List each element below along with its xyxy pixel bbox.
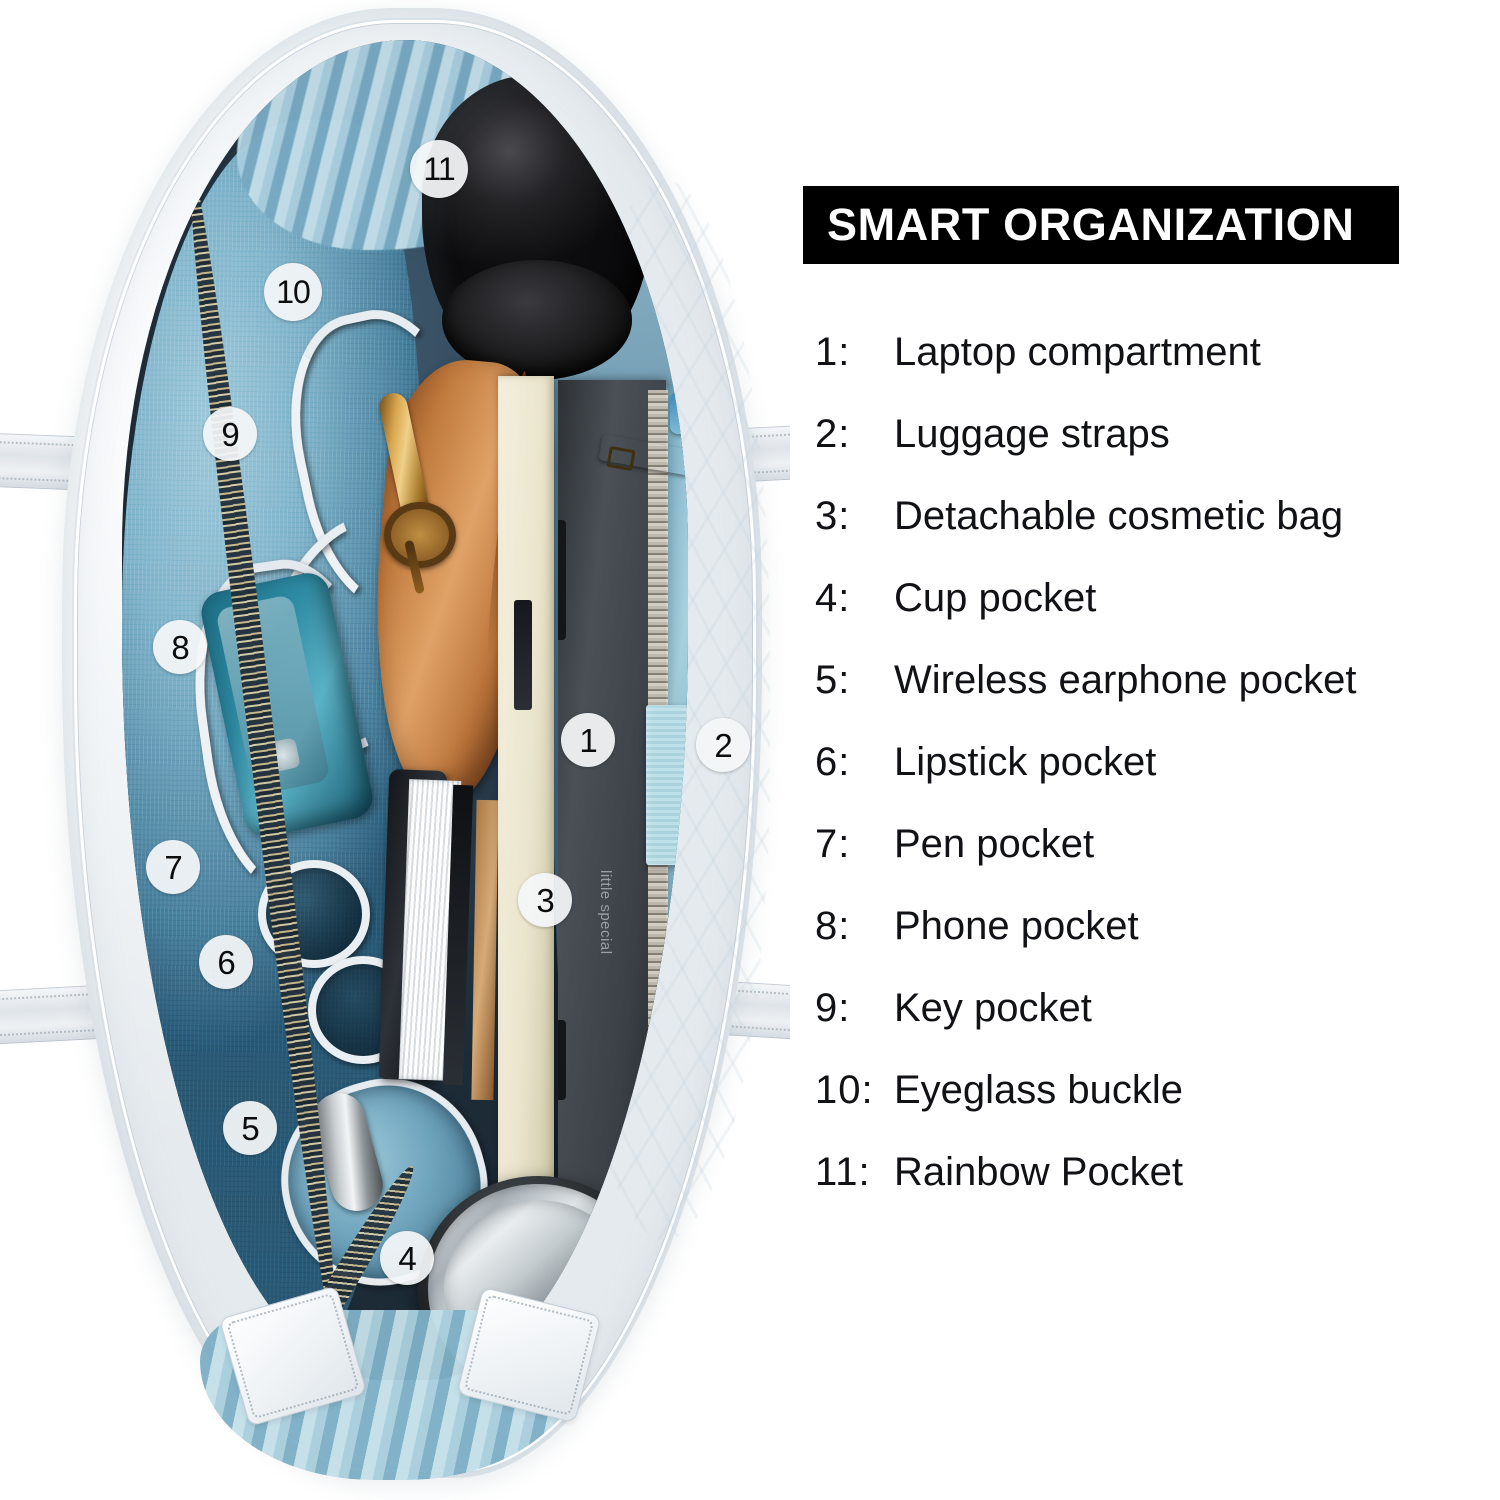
cream-notebook — [498, 376, 554, 1196]
feature-label: Laptop compartment — [894, 330, 1261, 374]
page-title: SMART ORGANIZATION — [827, 199, 1355, 250]
feature-number: 11: — [815, 1150, 871, 1194]
bag-interior: little special — [122, 40, 688, 1380]
feature-row: 9: Key pocket — [790, 986, 1500, 1068]
feature-list: 1: Laptop compartment 2: Luggage straps 3: De… — [790, 330, 1500, 1232]
feature-label: Key pocket — [894, 986, 1092, 1030]
laptop-port-upper — [558, 520, 566, 640]
zipper-tab-blue — [670, 392, 688, 434]
wooden-item — [471, 799, 499, 1101]
feature-number: 10: — [815, 1068, 874, 1112]
callout-marker-3: 3 — [518, 873, 572, 927]
callout-marker-4: 4 — [380, 1231, 434, 1285]
feature-number: 2: — [815, 412, 851, 456]
brand-label: little special — [597, 870, 614, 955]
key-ring — [384, 502, 456, 568]
title-banner: SMART ORGANIZATION — [803, 186, 1399, 264]
callout-marker-5: 5 — [223, 1101, 277, 1155]
feature-number: 9: — [815, 986, 851, 1030]
callout-marker-8: 8 — [153, 620, 207, 674]
zipper-pull-hole — [606, 445, 636, 472]
feature-label: Luggage straps — [894, 412, 1170, 456]
callout-marker-9: 9 — [203, 407, 257, 461]
feature-number: 3: — [815, 494, 851, 538]
feature-number: 4: — [815, 576, 851, 620]
feature-label: Phone pocket — [894, 904, 1139, 948]
product-photo: little special 1 2 3 4 5 6 7 8 9 10 11 — [0, 0, 790, 1500]
feature-label: Pen pocket — [894, 822, 1095, 866]
callout-marker-10: 10 — [264, 263, 322, 321]
feature-row: 7: Pen pocket — [790, 822, 1500, 904]
feature-label: Eyeglass buckle — [894, 1068, 1184, 1112]
feature-number: 6: — [815, 740, 851, 784]
feature-row: 2: Luggage straps — [790, 412, 1500, 494]
callout-marker-1: 1 — [561, 713, 615, 767]
feature-row: 1: Laptop compartment — [790, 330, 1500, 412]
feature-row: 4: Cup pocket — [790, 576, 1500, 658]
feature-label: Lipstick pocket — [894, 740, 1157, 784]
callout-marker-2: 2 — [696, 718, 750, 772]
feature-label: Rainbow Pocket — [894, 1150, 1184, 1194]
feature-row: 11: Rainbow Pocket — [790, 1150, 1500, 1232]
feature-row: 3: Detachable cosmetic bag — [790, 494, 1500, 576]
laptop-elastic-band — [646, 705, 688, 865]
feature-label: Cup pocket — [894, 576, 1097, 620]
feature-row: 5: Wireless earphone pocket — [790, 658, 1500, 740]
feature-label: Wireless earphone pocket — [894, 658, 1357, 702]
callout-marker-11: 11 — [410, 140, 468, 198]
laptop-port-lower — [558, 1020, 566, 1100]
feature-number: 1: — [815, 330, 851, 374]
callout-marker-7: 7 — [146, 840, 200, 894]
feature-row: 10: Eyeglass buckle — [790, 1068, 1500, 1150]
notebook-label — [514, 600, 532, 710]
info-panel: SMART ORGANIZATION 1: Laptop compartment 2… — [790, 0, 1500, 1500]
feature-number: 5: — [815, 658, 851, 702]
feature-number: 8: — [815, 904, 851, 948]
callout-marker-6: 6 — [199, 935, 253, 989]
feature-row: 6: Lipstick pocket — [790, 740, 1500, 822]
feature-number: 7: — [815, 822, 851, 866]
feature-label: Detachable cosmetic bag — [894, 494, 1344, 538]
feature-row: 8: Phone pocket — [790, 904, 1500, 986]
